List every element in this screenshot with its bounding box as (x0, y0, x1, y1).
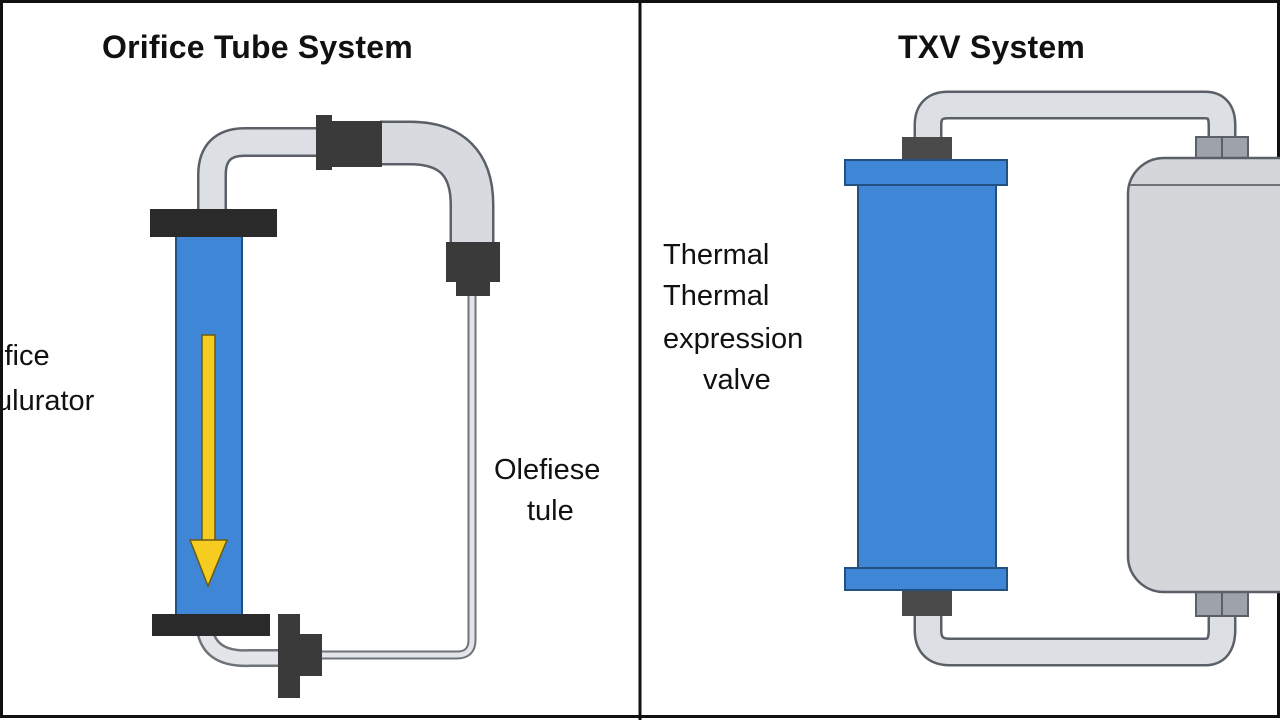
evaporator-bottom-flange (844, 567, 1008, 591)
evaporator-body (857, 179, 997, 573)
txv-label-line1: Thermal (663, 239, 770, 271)
accumulator-outlet-pipe (199, 129, 320, 210)
txv-label-line2: Thermal (663, 280, 770, 312)
orifice-tube-system-drawing (150, 115, 500, 698)
flow-direction-arrow (188, 334, 229, 589)
txv-system-title: TXV System (898, 29, 1085, 65)
accumulator-inlet-pipe (198, 628, 290, 665)
bottom-valve-body (278, 614, 300, 698)
elbow-pipe (380, 123, 492, 245)
orifice-tube-line-outline (315, 296, 477, 660)
orifice-tube-system-title: Orifice Tube System (102, 29, 413, 65)
txv-label-line3: expression (663, 323, 804, 355)
coupling-body (330, 121, 382, 167)
elbow-fitting-nut (456, 280, 490, 296)
accumulator-bottom-cap (152, 614, 270, 636)
accumulator-label-line2: ulurator (0, 385, 95, 417)
evaporator-top-connector (902, 137, 952, 163)
orifice-tube-label-line1: Olefiese (494, 454, 601, 486)
bottom-valve-nut (298, 634, 322, 676)
orifice-tube-label-line2: tule (527, 495, 574, 527)
txv-system-drawing (844, 90, 1280, 667)
accumulator-top-cap (150, 209, 277, 237)
orifice-tube-line (315, 296, 475, 658)
evaporator-top-flange (844, 159, 1008, 186)
top-loop-pipe (916, 93, 1234, 140)
elbow-fitting (446, 242, 500, 282)
coupling-collar (316, 115, 332, 170)
bottom-loop-pipe (916, 612, 1234, 664)
evaporator-bottom-connector (902, 588, 952, 616)
receiver-tank (1126, 156, 1280, 594)
txv-label-line4: valve (703, 364, 771, 396)
accumulator-label-line1: ifice (0, 340, 50, 372)
